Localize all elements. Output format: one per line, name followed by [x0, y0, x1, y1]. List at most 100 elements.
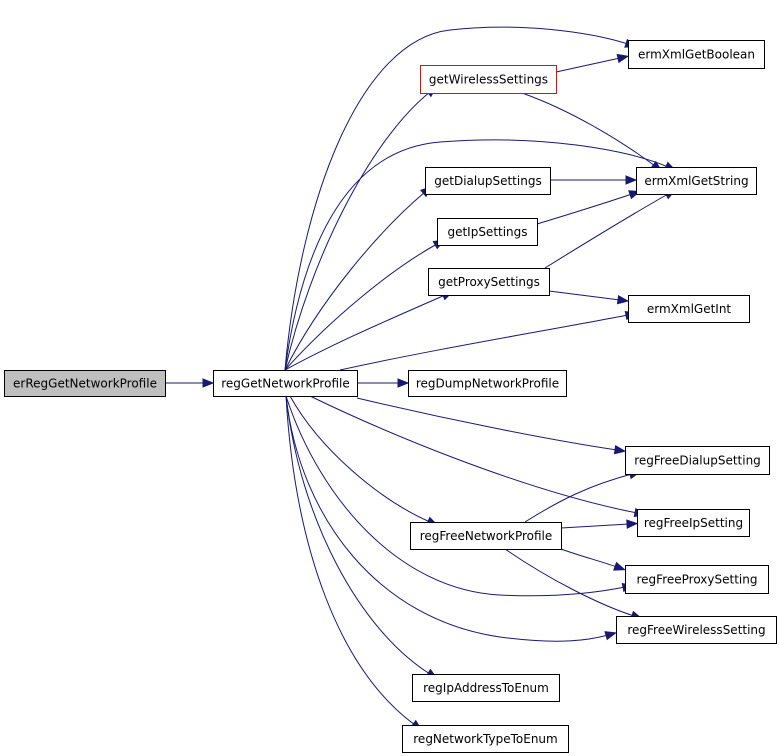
edge-regFreeNetworkProfile-to-regFreeWirelessSetting [504, 548, 643, 620]
edge-line [524, 473, 633, 523]
edge-line [285, 395, 416, 726]
edge-regGetNetworkProfile-to-getIpSettings [284, 239, 446, 371]
node-box[interactable] [402, 725, 569, 753]
arrowhead [202, 378, 215, 388]
node-ermXmlGetInt[interactable]: ermXmlGetInt [628, 295, 750, 323]
node-box[interactable] [637, 509, 750, 537]
edge-regGetNetworkProfile-to-regDumpNetworkProfile [357, 378, 410, 388]
node-label: ermXmlGetInt [647, 302, 732, 316]
edge-line [521, 92, 656, 167]
edge-line [285, 395, 626, 597]
arrowhead [604, 631, 618, 641]
edge-line [284, 26, 629, 371]
node-label: regFreeDialupSetting [634, 454, 761, 468]
node-box[interactable] [625, 446, 770, 475]
node-label: regFreeNetworkProfile [420, 529, 553, 543]
node-label: regFreeWirelessSetting [627, 623, 765, 637]
edge-line [284, 243, 438, 371]
node-box[interactable] [420, 65, 557, 94]
node-box[interactable] [408, 370, 567, 397]
node-box[interactable] [625, 565, 769, 594]
node-label: getDialupSettings [434, 174, 541, 188]
edge-regGetNetworkProfile-to-getWirelessSettings [284, 86, 438, 371]
nodes-layer: erRegGetNetworkProfile regGetNetworkProfi… [4, 40, 777, 753]
arrowhead [613, 561, 626, 571]
node-label: erRegGetNetworkProfile [13, 377, 157, 391]
edge-getWirelessSettings-to-ermXmlGetString [521, 92, 663, 172]
node-label: ermXmlGetBoolean [638, 48, 755, 62]
arrowhead [397, 378, 410, 388]
edge-line [285, 395, 609, 642]
node-box[interactable] [213, 370, 358, 397]
edge-line [289, 395, 431, 523]
node-getWirelessSettings[interactable]: getWirelessSettings [420, 65, 557, 94]
edge-getWirelessSettings-to-ermXmlGetBoolean [555, 53, 630, 73]
node-label: getWirelessSettings [429, 73, 548, 87]
node-label: getIpSettings [447, 225, 527, 239]
edge-line [544, 193, 669, 269]
edge-regFreeNetworkProfile-to-regFreeIpSetting [560, 519, 639, 529]
node-erRegGetNetworkProfile[interactable]: erRegGetNetworkProfile [4, 370, 166, 397]
node-regFreeWirelessSetting[interactable]: regFreeWirelessSetting [616, 616, 777, 644]
node-label: regDumpNetworkProfile [416, 377, 559, 391]
node-regFreeProxySetting[interactable]: regFreeProxySetting [625, 565, 769, 594]
arrowhead [616, 53, 630, 64]
edge-getIpSettings-to-ermXmlGetString [536, 190, 641, 225]
arrowhead [616, 294, 630, 305]
edge-line [309, 395, 638, 514]
node-getIpSettings[interactable]: getIpSettings [437, 218, 538, 246]
node-regNetworkTypeToEnum[interactable]: regNetworkTypeToEnum [402, 725, 569, 753]
node-regIpAddressToEnum[interactable]: regIpAddressToEnum [412, 674, 560, 702]
edge-regGetNetworkProfile-to-regFreeIpSetting [309, 395, 647, 518]
edge-line [284, 139, 669, 371]
arrowhead [613, 444, 627, 455]
node-regFreeNetworkProfile[interactable]: regFreeNetworkProfile [410, 522, 562, 550]
edge-line [555, 57, 621, 73]
edge-regGetNetworkProfile-to-getProxySettings [284, 291, 454, 371]
node-label: regNetworkTypeToEnum [413, 732, 557, 746]
edge-line [536, 193, 633, 225]
node-ermXmlGetBoolean[interactable]: ermXmlGetBoolean [628, 40, 765, 69]
edge-line [284, 91, 431, 371]
edge-regFreeNetworkProfile-to-regFreeProxySetting [560, 548, 626, 571]
node-label: regIpAddressToEnum [423, 681, 549, 695]
node-label: regGetNetworkProfile [221, 377, 349, 391]
edge-line [356, 397, 618, 451]
edge-line [560, 548, 618, 568]
node-box[interactable] [437, 218, 538, 246]
node-box[interactable] [428, 268, 550, 296]
node-box[interactable] [636, 167, 757, 195]
node-box[interactable] [412, 674, 560, 702]
node-getProxySettings[interactable]: getProxySettings [428, 268, 550, 296]
node-regGetNetworkProfile[interactable]: regGetNetworkProfile [213, 370, 358, 397]
node-regDumpNetworkProfile[interactable]: regDumpNetworkProfile [408, 370, 567, 397]
edge-line [284, 191, 426, 371]
node-label: regFreeIpSetting [644, 516, 743, 530]
edge-regGetNetworkProfile-to-regFreeProxySetting [285, 395, 635, 597]
node-label: regFreeProxySetting [637, 573, 758, 587]
edge-getProxySettings-to-ermXmlGetInt [548, 290, 630, 305]
node-regFreeDialupSetting[interactable]: regFreeDialupSetting [625, 446, 770, 475]
arrowhead [625, 175, 638, 185]
node-label: ermXmlGetString [644, 174, 748, 188]
edge-regGetNetworkProfile-to-getDialupSettings [284, 185, 433, 371]
node-label: getProxySettings [438, 275, 540, 289]
edge-line [560, 523, 630, 529]
node-box[interactable] [628, 295, 750, 323]
node-box[interactable] [425, 167, 551, 195]
arrowhead [626, 519, 639, 529]
edge-getDialupSettings-to-ermXmlGetString [550, 175, 638, 185]
node-getDialupSettings[interactable]: getDialupSettings [425, 167, 551, 195]
node-box[interactable] [616, 616, 777, 644]
edge-line [285, 395, 431, 675]
node-box[interactable] [4, 370, 166, 397]
node-regFreeIpSetting[interactable]: regFreeIpSetting [637, 509, 750, 537]
edge-line [339, 314, 629, 371]
edge-erRegGetNetworkProfile-to-regGetNetworkProfile [165, 378, 215, 388]
edge-regGetNetworkProfile-to-ermXmlGetInt [339, 310, 638, 371]
node-box[interactable] [410, 522, 562, 550]
edge-line [504, 548, 635, 617]
node-box[interactable] [628, 40, 765, 69]
node-ermXmlGetString[interactable]: ermXmlGetString [636, 167, 757, 195]
edge-regGetNetworkProfile-to-regFreeDialupSetting [356, 397, 627, 455]
